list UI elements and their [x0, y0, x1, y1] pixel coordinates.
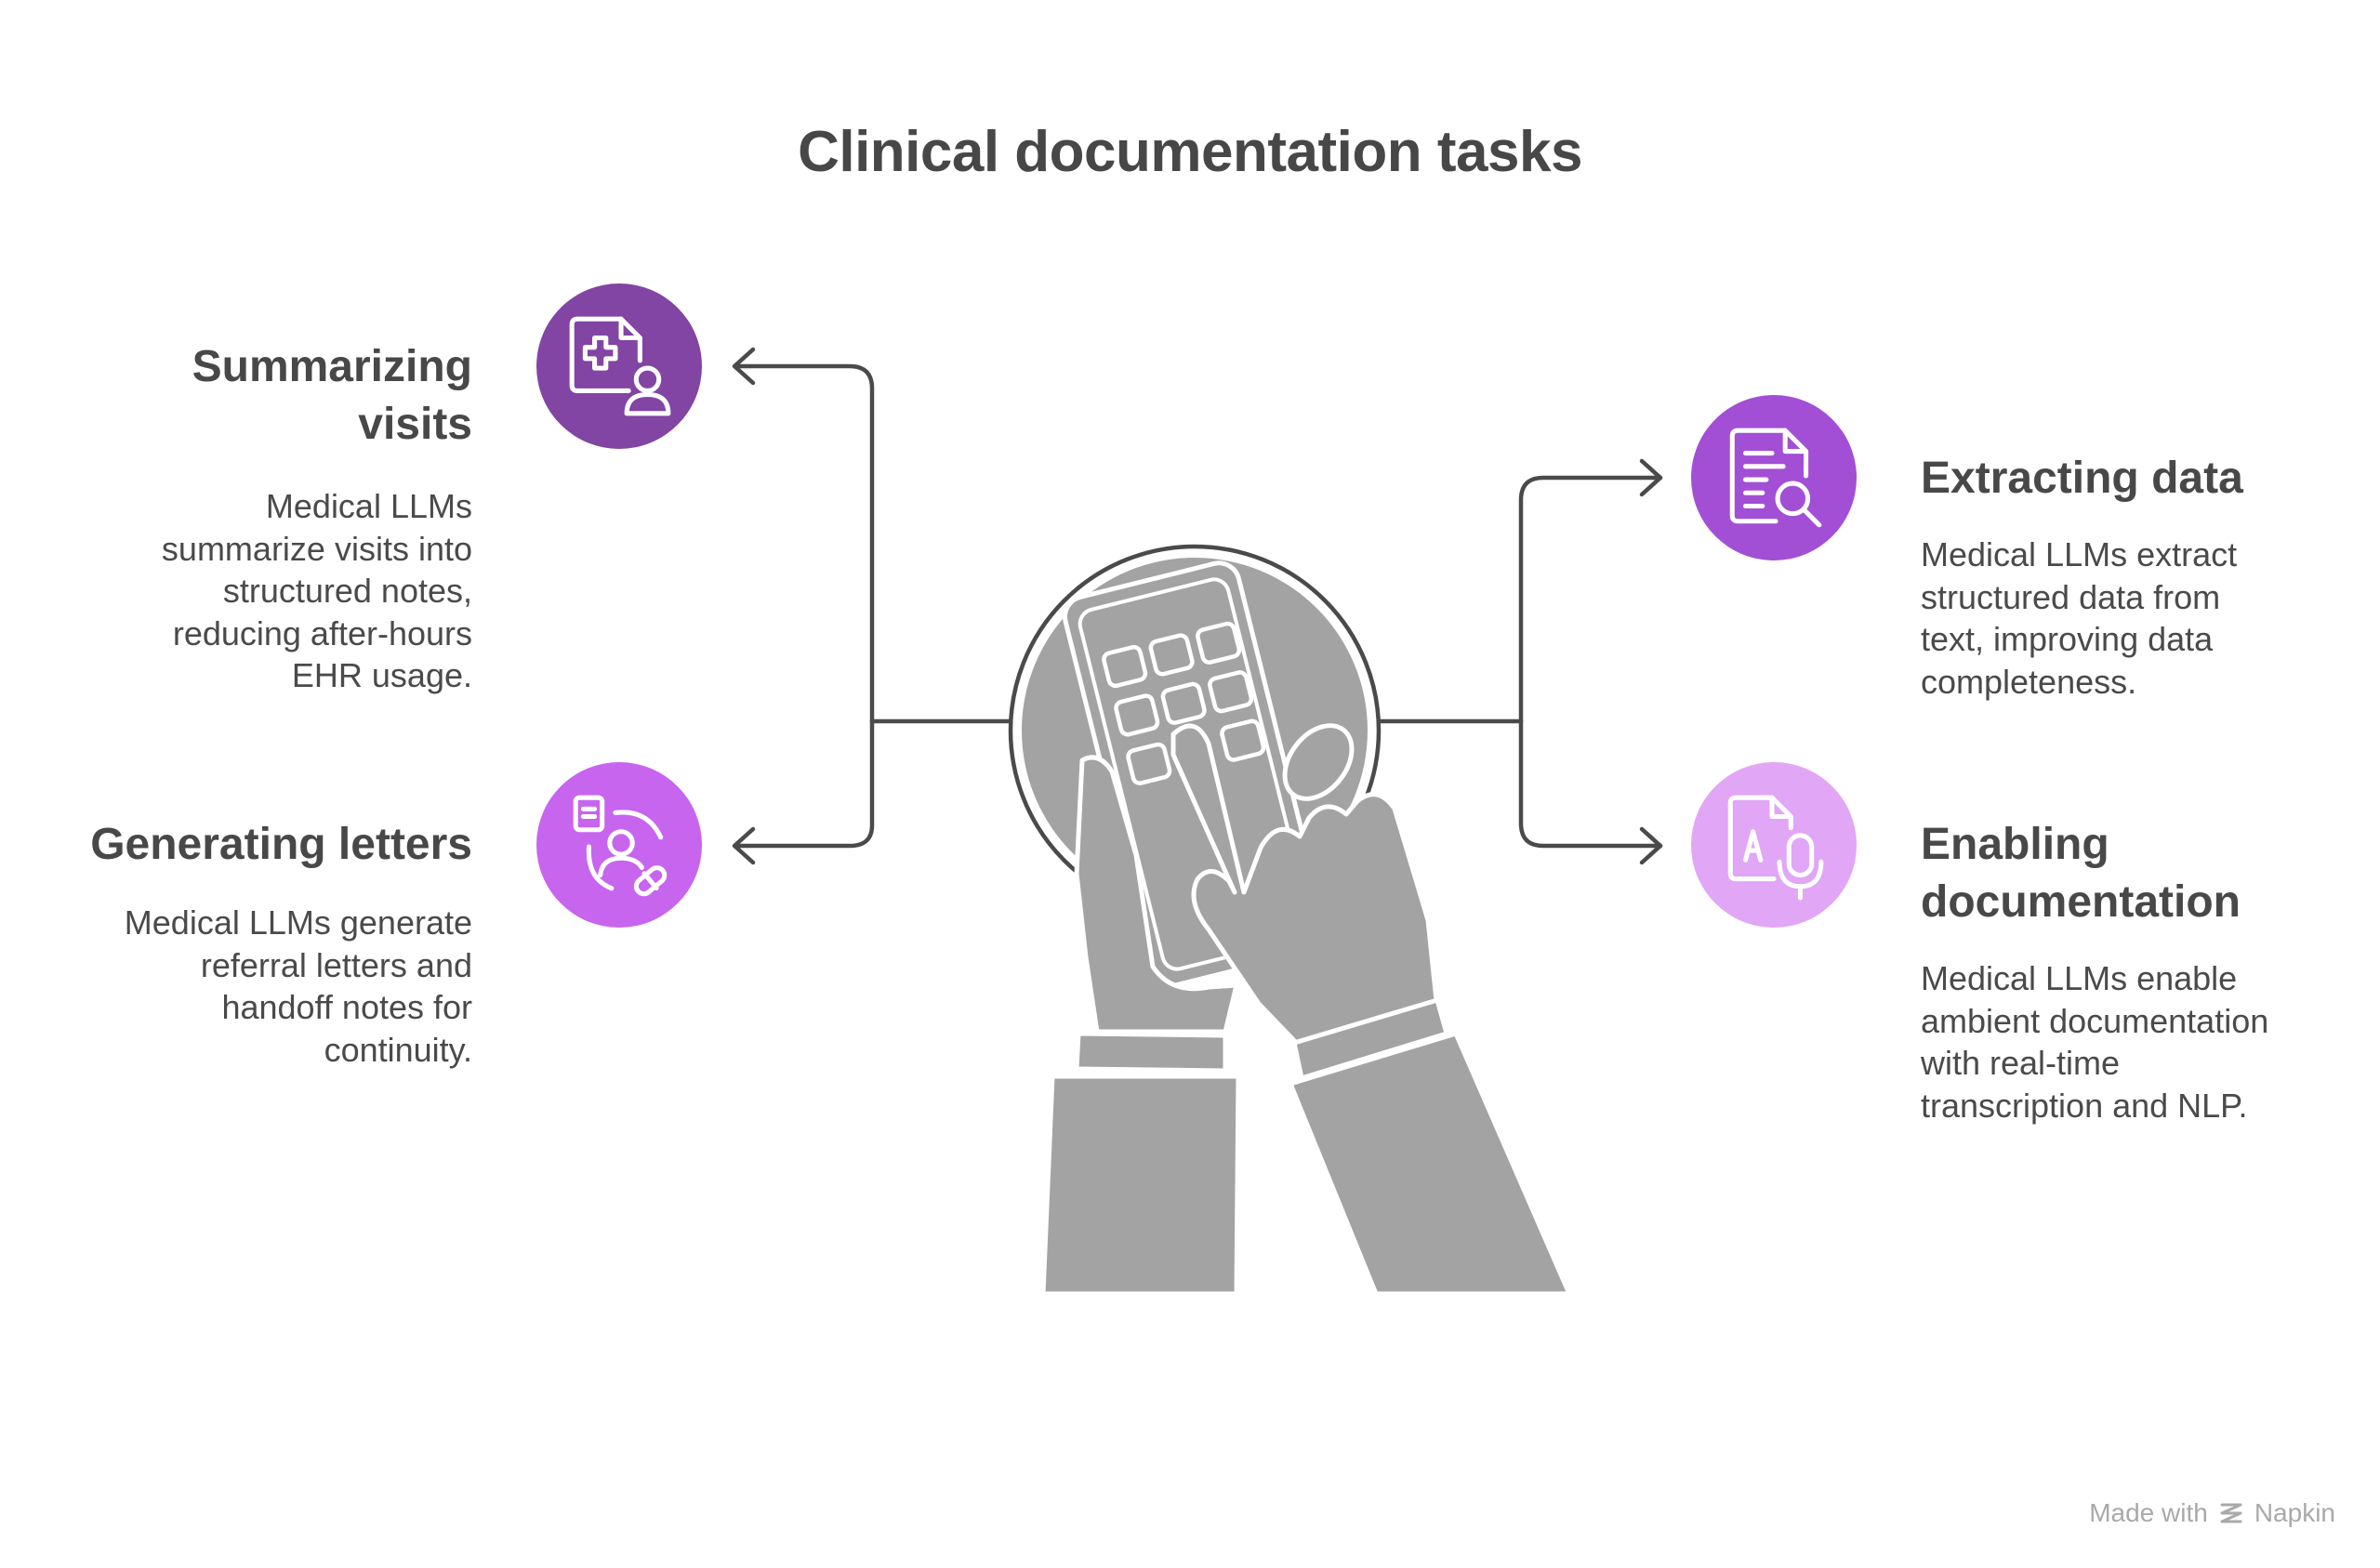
extracting-icon-circle: [1691, 395, 1857, 560]
document-search-icon: [1729, 428, 1822, 528]
medical-document-person-icon: [569, 316, 671, 416]
arrowhead-generating: [732, 826, 756, 865]
napkin-logo-icon: [2220, 1503, 2242, 1523]
arrowhead-summarizing: [732, 347, 756, 386]
generating-heading: Generating letters: [90, 820, 472, 869]
person-document-pill-icon: [573, 795, 668, 897]
extracting-heading: Extracting data: [1921, 454, 2243, 503]
summarizing-icon-circle: [536, 283, 702, 449]
enabling-icon-circle: [1691, 762, 1857, 928]
hands-tablet-icon: [1008, 544, 1572, 1297]
footer-prefix: Made with: [2089, 1498, 2208, 1527]
enabling-heading: Enabling documentation: [1921, 820, 2241, 927]
extracting-description: Medical LLMs extract structured data fro…: [1921, 535, 2238, 701]
footer-attribution[interactable]: Made with Napkin: [2089, 1498, 2335, 1528]
document-microphone-icon: [1727, 795, 1824, 901]
generating-icon-circle: [536, 762, 702, 928]
connector-to-enabling: [1518, 718, 1663, 849]
connector-to-summarizing: [734, 363, 875, 724]
page-title: Clinical documentation tasks: [798, 120, 1582, 184]
arrowhead-enabling: [1639, 826, 1663, 865]
connector-to-generating: [734, 718, 875, 849]
arrowhead-extracting: [1639, 458, 1663, 497]
generating-description: Medical LLMs generate referral letters a…: [124, 903, 472, 1069]
connector-to-extracting: [1518, 475, 1663, 724]
summarizing-description: Medical LLMs summarize visits into struc…: [161, 487, 472, 694]
footer-brand: Napkin: [2254, 1498, 2335, 1527]
enabling-description: Medical LLMs enable ambient documentatio…: [1921, 959, 2269, 1125]
summarizing-heading: Summarizing visits: [192, 342, 472, 449]
